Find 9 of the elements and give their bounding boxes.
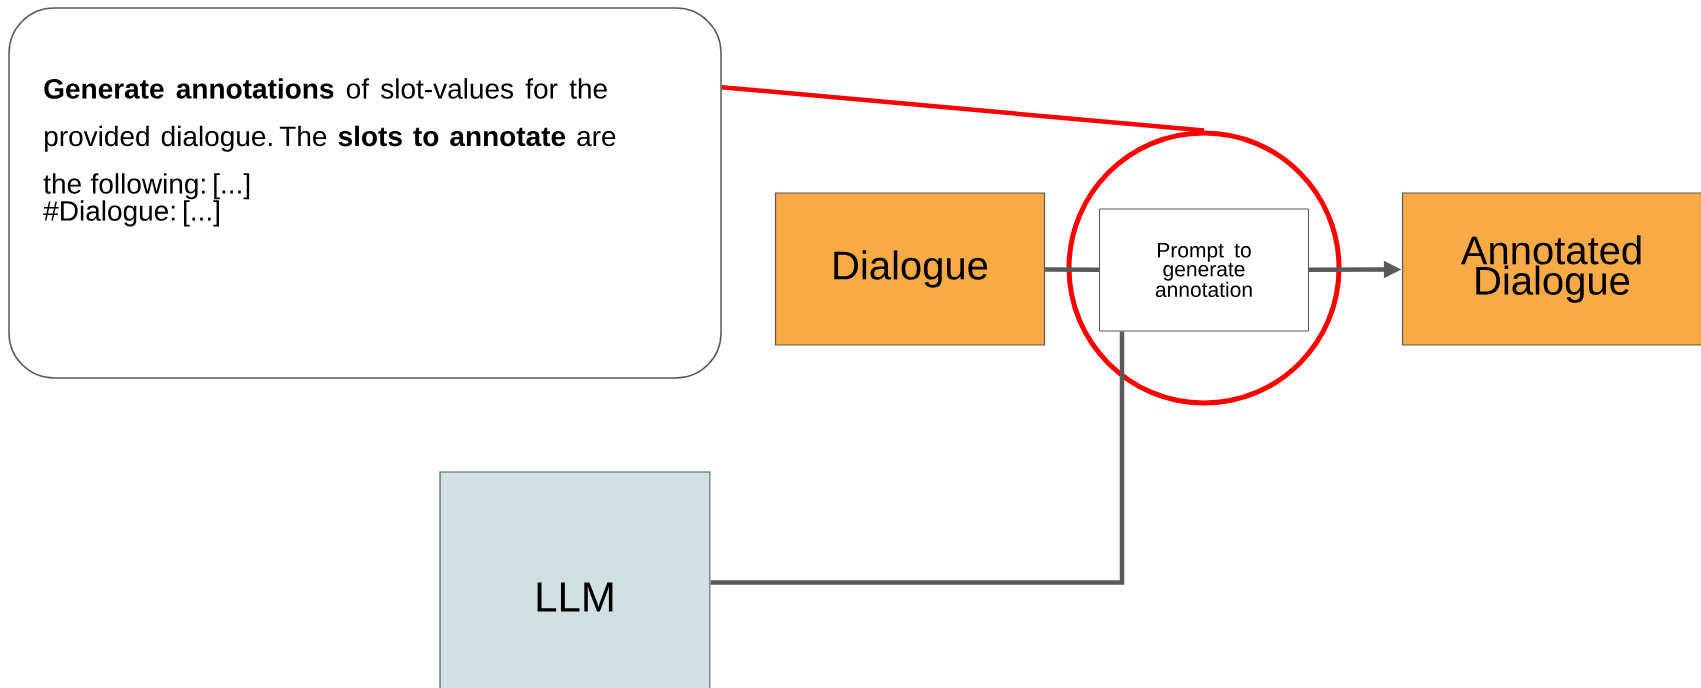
connector-line [710, 331, 1125, 585]
model-box: LLM [439, 471, 711, 688]
leader-line [721, 85, 1205, 133]
highlight-circle [1066, 130, 1342, 406]
prompt-box: Prompt to generate annotation [1099, 208, 1309, 332]
connector-line [1045, 267, 1099, 272]
process-box: Annotated Dialogue [1401, 192, 1701, 346]
process-box: Dialogue [774, 192, 1046, 346]
callout-box: Generate annotations of slot-values for the provided dialogue. The slots to annotate are the following: [...] #Dialogue: [...] [8, 7, 722, 379]
